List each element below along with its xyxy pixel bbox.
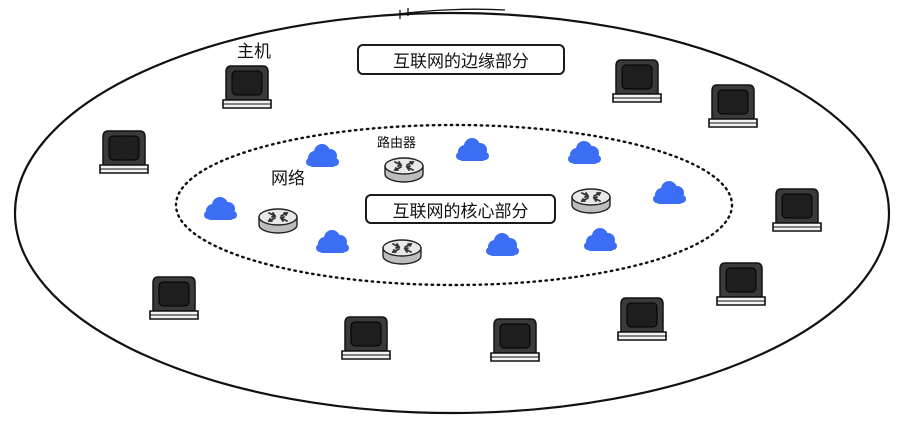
edge-section-label: 互联网的边缘部分 — [357, 44, 565, 75]
cloud-icon — [204, 197, 237, 220]
computer-icon — [612, 59, 662, 103]
cloud-icon — [306, 144, 339, 167]
computer-icon — [708, 84, 758, 128]
cloud-icon — [568, 141, 601, 164]
computer-icon — [490, 318, 540, 362]
computer-icon — [99, 130, 149, 174]
cloud-icon — [653, 181, 686, 204]
computer-icon — [149, 276, 199, 320]
computer-icon — [341, 316, 391, 360]
cloud-icon — [486, 233, 519, 256]
computer-icon — [772, 188, 822, 232]
router-icon — [382, 239, 422, 265]
host-label: 主机 — [237, 42, 271, 62]
router-icon — [384, 157, 424, 183]
cloud-icon — [584, 228, 617, 251]
computer-icon — [617, 297, 667, 341]
cloud-icon — [316, 230, 349, 253]
computer-icon — [716, 262, 766, 306]
router-icon — [571, 188, 611, 214]
edge-boundary — [13, 8, 891, 415]
core-boundary — [174, 123, 734, 287]
core-section-label: 互联网的核心部分 — [365, 194, 556, 224]
network-label: 网络 — [271, 169, 305, 189]
router-label: 路由器 — [377, 136, 417, 151]
router-icon — [258, 208, 298, 234]
cloud-icon — [456, 138, 489, 161]
computer-icon — [222, 65, 272, 109]
